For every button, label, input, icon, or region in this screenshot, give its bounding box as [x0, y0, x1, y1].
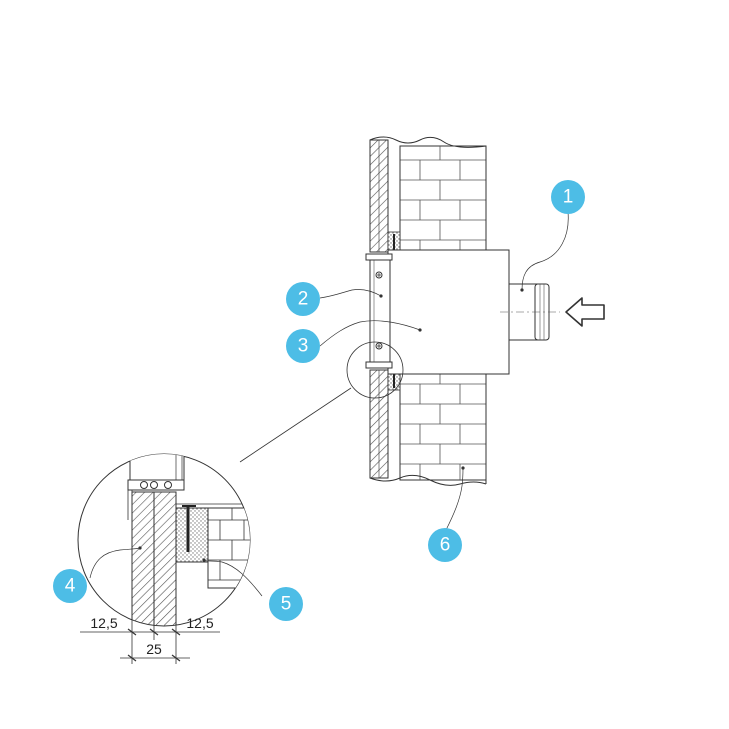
dimension-total: 25: [146, 641, 162, 657]
svg-text:2: 2: [298, 289, 309, 310]
detail-marker-circle: [346, 341, 404, 399]
callout-6: 6: [428, 528, 462, 562]
callout-dots: [138, 288, 524, 562]
screw-icon: [154, 439, 164, 449]
screw-icon: [375, 271, 383, 279]
diffuser-unit: [365, 249, 560, 375]
svg-text:5: 5: [281, 594, 292, 615]
callout-3: 3: [286, 329, 320, 363]
detail-view: [77, 439, 251, 627]
arrow-left-icon: [565, 297, 605, 327]
callout-1: 1: [551, 180, 585, 214]
svg-text:6: 6: [440, 535, 451, 556]
callout-leaders: [89, 211, 569, 597]
callout-4: 4: [53, 569, 87, 603]
svg-text:1: 1: [563, 187, 574, 208]
callout-5: 5: [269, 587, 303, 621]
dimension-lines: [80, 600, 220, 664]
screw-icon: [375, 342, 383, 350]
brick-wall-top: [399, 145, 487, 251]
svg-text:3: 3: [298, 336, 309, 357]
callout-2: 2: [286, 282, 320, 316]
diffuser-housing: [387, 249, 510, 375]
detail-leader-line: [239, 387, 352, 463]
svg-text:4: 4: [65, 576, 76, 597]
brick-wall-bottom: [399, 373, 487, 481]
dimension-right-half: 12,5: [186, 615, 213, 631]
dimension-left-half: 12,5: [90, 615, 117, 631]
